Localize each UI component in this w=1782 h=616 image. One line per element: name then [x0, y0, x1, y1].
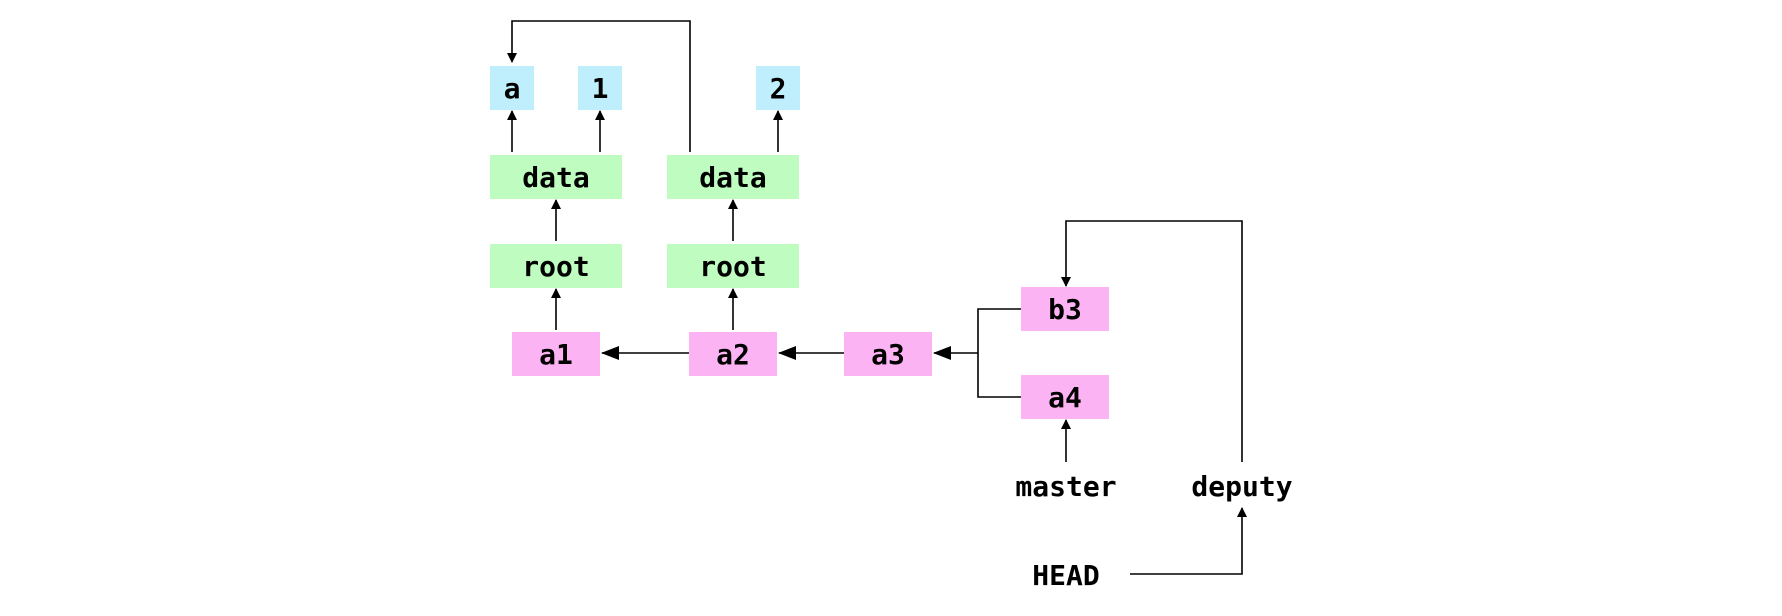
edge-deputy-to-b3	[1061, 220, 1243, 462]
tree-node-root-2: root	[667, 244, 799, 288]
blob-node-a: a	[490, 66, 534, 110]
edge-head-to-deputy	[1130, 507, 1247, 575]
tree-node-data-1: data	[490, 155, 622, 199]
commit-node-a2: a2	[689, 332, 777, 376]
commit-node-a4: a4	[1021, 375, 1109, 419]
commit-node-b3: b3	[1021, 287, 1109, 331]
tree-node-data-2: data	[667, 155, 799, 199]
ref-label-master: master	[1015, 469, 1117, 503]
edge-a4-to-a3	[977, 353, 1021, 398]
commit-node-a3: a3	[844, 332, 932, 376]
ref-label-head: HEAD	[1032, 558, 1100, 592]
edge-data2-to-a	[507, 20, 691, 152]
blob-node-2: 2	[756, 66, 800, 110]
blob-node-1: 1	[578, 66, 622, 110]
edge-b3-to-a3	[977, 308, 1021, 353]
commit-node-a1: a1	[512, 332, 600, 376]
ref-label-deputy: deputy	[1191, 469, 1293, 503]
tree-node-root-1: root	[490, 244, 622, 288]
